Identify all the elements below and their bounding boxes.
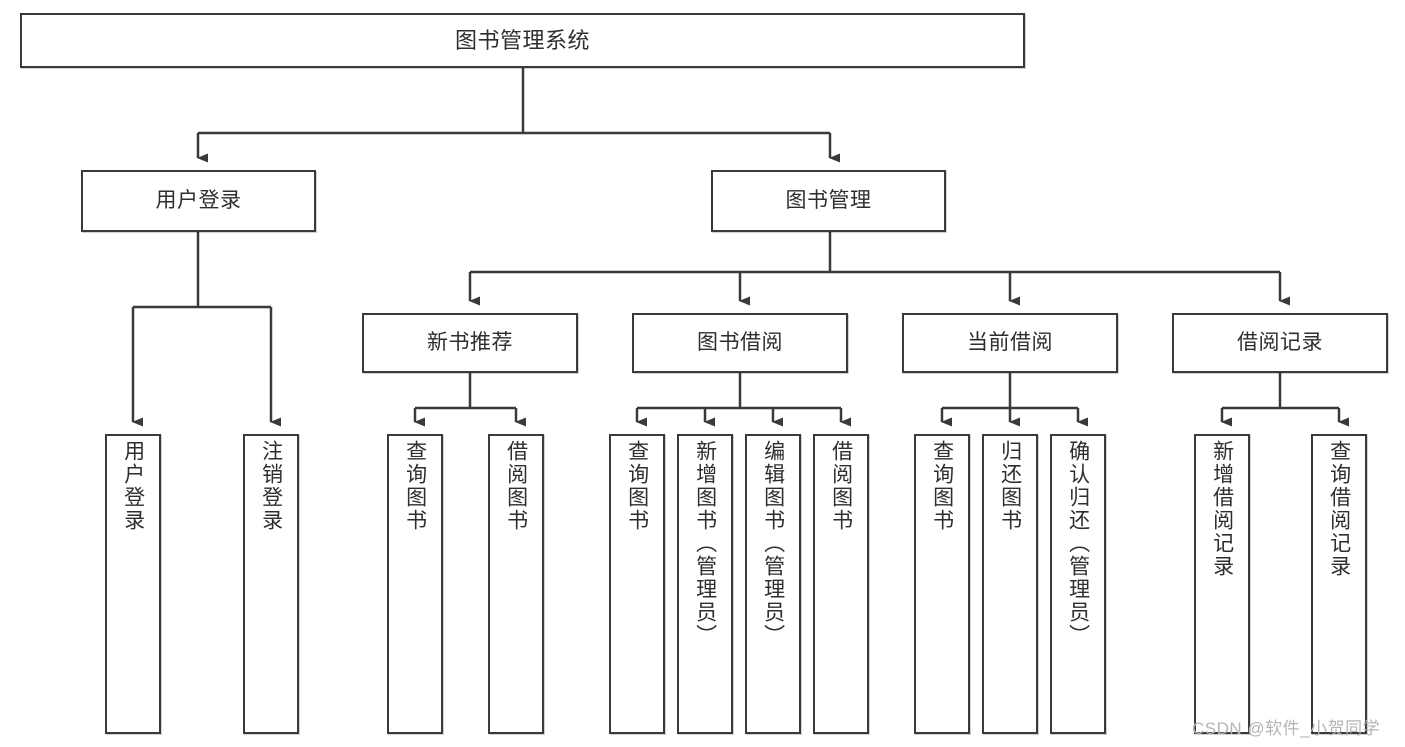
node-label: 查询图书	[625, 440, 649, 532]
node-label: 借阅图书	[504, 440, 528, 532]
node-label: 图书借阅	[697, 330, 783, 354]
node-label: 新增图书（管理员）	[693, 440, 717, 647]
node-label: 查询借阅记录	[1327, 440, 1351, 578]
watermark-text: CSDN @软件_小贺同学	[1192, 719, 1381, 738]
node-label: 归还图书	[998, 440, 1022, 532]
node-leaf-user-logout[interactable]: 注销登录	[243, 434, 299, 734]
node-borrow-record[interactable]: 借阅记录	[1172, 313, 1388, 373]
node-leaf-borrow-book-2[interactable]: 借阅图书	[813, 434, 869, 734]
node-label: 当前借阅	[967, 330, 1053, 354]
node-leaf-query-record[interactable]: 查询借阅记录	[1311, 434, 1367, 734]
node-user-login[interactable]: 用户登录	[81, 170, 316, 232]
node-current-borrow[interactable]: 当前借阅	[902, 313, 1118, 373]
node-leaf-confirm-return[interactable]: 确认归还（管理员）	[1050, 434, 1106, 734]
node-label: 用户登录	[155, 188, 242, 212]
node-label: 注销登录	[259, 440, 283, 532]
node-label: 图书管理系统	[454, 27, 590, 53]
node-new-book-recommend[interactable]: 新书推荐	[362, 313, 578, 373]
node-leaf-query-book-2[interactable]: 查询图书	[609, 434, 665, 734]
node-label: 编辑图书（管理员）	[761, 440, 785, 647]
node-leaf-user-login[interactable]: 用户登录	[105, 434, 161, 734]
node-leaf-return-book[interactable]: 归还图书	[982, 434, 1038, 734]
node-leaf-query-book-1[interactable]: 查询图书	[387, 434, 443, 734]
node-label: 用户登录	[121, 440, 145, 532]
node-label: 查询图书	[403, 440, 427, 532]
node-leaf-borrow-book-1[interactable]: 借阅图书	[488, 434, 544, 734]
node-label: 图书管理	[785, 188, 872, 212]
node-label: 确认归还（管理员）	[1066, 440, 1090, 647]
node-leaf-query-book-3[interactable]: 查询图书	[914, 434, 970, 734]
node-label: 借阅记录	[1237, 330, 1323, 354]
node-root-system[interactable]: 图书管理系统	[20, 13, 1025, 68]
node-leaf-edit-book[interactable]: 编辑图书（管理员）	[745, 434, 801, 734]
node-label: 借阅图书	[829, 440, 853, 532]
node-book-borrow[interactable]: 图书借阅	[632, 313, 848, 373]
node-label: 新书推荐	[427, 330, 513, 354]
node-leaf-add-book[interactable]: 新增图书（管理员）	[677, 434, 733, 734]
node-label: 查询图书	[930, 440, 954, 532]
node-label: 新增借阅记录	[1210, 440, 1234, 578]
node-leaf-add-record[interactable]: 新增借阅记录	[1194, 434, 1250, 734]
node-book-management[interactable]: 图书管理	[711, 170, 946, 232]
